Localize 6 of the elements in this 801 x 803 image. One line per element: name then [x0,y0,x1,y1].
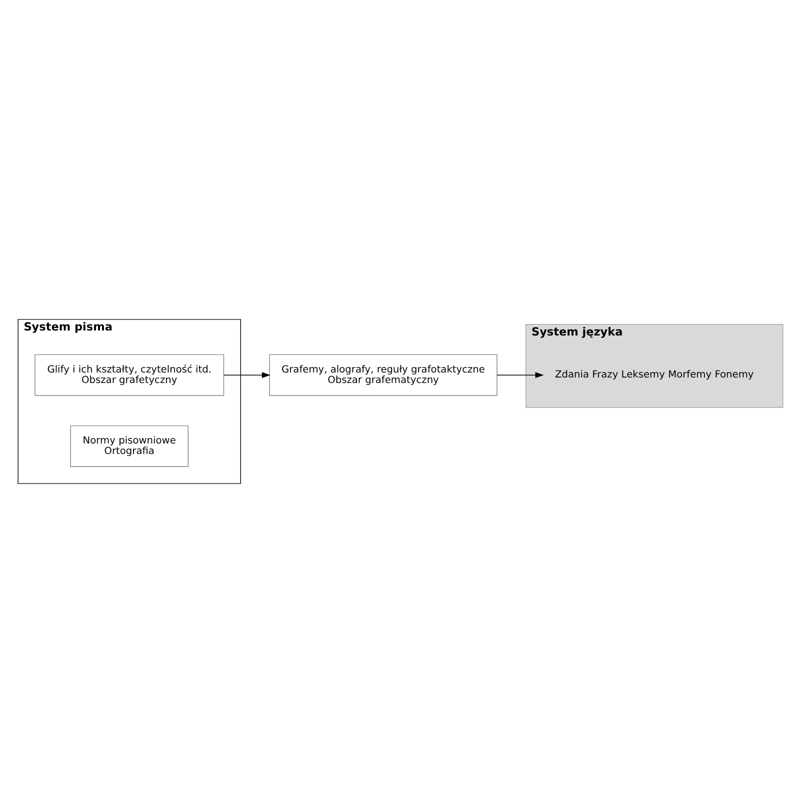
node-box: Grafemy, alografy, reguły grafotaktyczne Obszar grafematyczny [269,354,498,396]
node-box: Glify i ich kształty, czytelność itd. Obszar grafetyczny [34,354,224,396]
node-box: Normy pisowniowe Ortografia [70,425,189,467]
arrow [496,372,544,378]
node-text: Zdania Frazy Leksemy Morfemy Fonemy [555,370,754,381]
arrow [224,372,270,378]
